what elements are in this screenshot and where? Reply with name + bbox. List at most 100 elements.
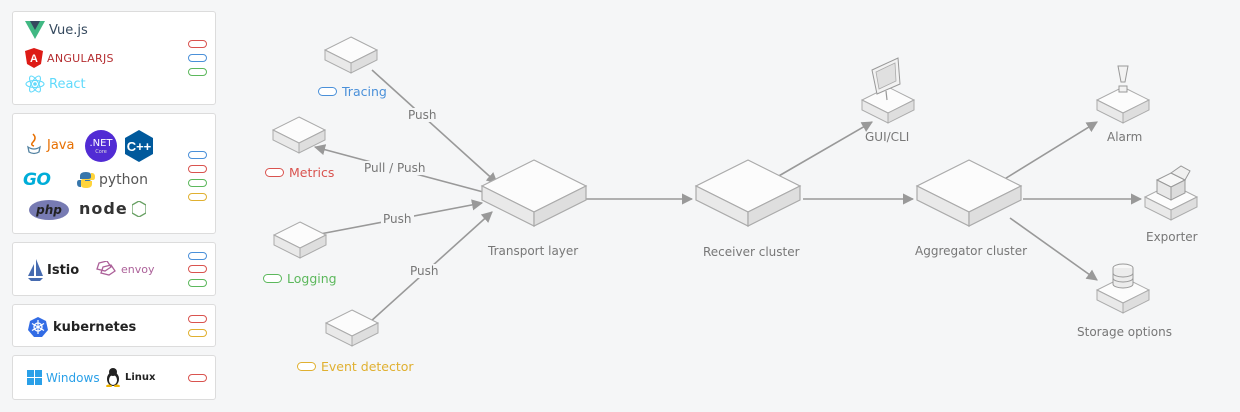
aggregator-cluster-box [916,159,1022,227]
arrow-tracing-transport [371,69,498,184]
angular-logo: A ANGULARJS [25,48,114,68]
exporter-box [1144,165,1198,221]
gui-cli-box [861,57,915,124]
kubernetes-logo: kubernetes [27,316,136,338]
dotnet-label: .NET [89,137,113,149]
pill-green-icon [188,68,207,76]
pill-yellow-icon [188,329,207,337]
aggregator-cluster-label: Aggregator cluster [915,244,1028,258]
go-logo: GO [23,170,51,190]
windows-label: Windows [46,370,100,385]
node-label: node [79,199,128,218]
alarm-box [1096,65,1150,124]
panel-orchestration: kubernetes [12,304,216,347]
event-detector-box [325,309,379,347]
pill-red-icon [188,265,207,273]
cpp-icon: C++ [125,130,153,162]
pill-green-icon [188,279,207,287]
receiver-cluster-box [695,159,801,227]
arrow-aggregator-storage [1009,217,1098,281]
pill-blue-icon [188,151,207,159]
istio-sail-icon [28,259,43,281]
edge-label-push-tracing: Push [406,108,439,122]
edge-label-push-event: Push [408,264,441,278]
tux-icon [106,368,120,387]
source-logging-label: Logging [287,271,337,286]
edge-label-push-logging: Push [381,212,414,226]
source-event-detector: Event detector [297,359,414,374]
java-cup-icon [27,133,41,155]
pill-blue-icon [188,252,207,260]
tracing-pill-icon [318,87,337,96]
dotnet-logo: .NET Core [85,130,117,162]
vue-label: Vue.js [49,22,88,38]
java-label: Java [47,137,75,153]
event-pill-icon [297,362,316,371]
cpp-icon-label: C++ [127,139,152,154]
istio-logo: Istio [27,259,79,281]
panel-backend: Java .NET Core C++ GO python php node [12,113,216,234]
source-metrics-label: Metrics [289,165,335,180]
windows-logo: Windows [27,370,100,385]
react-icon [25,75,45,93]
connector-arrows [313,69,1143,323]
envoy-logo: envoy [95,261,155,277]
kubernetes-helm-icon [28,317,48,337]
python-icon [77,172,95,188]
panel-frontend: Vue.js A ANGULARJS React [12,11,216,105]
receiver-cluster-label: Receiver cluster [703,245,800,259]
php-label: php [36,203,62,217]
pill-red-icon [188,374,207,382]
node-hex-icon [131,200,146,217]
panel-os: Windows Linux [12,355,216,400]
logging-box [273,221,327,259]
pill-red-icon [188,165,207,173]
envoy-label: envoy [121,262,155,276]
tracing-box [324,36,378,74]
vue-icon [25,21,45,39]
linux-label: Linux [125,371,156,383]
pill-red-icon [188,40,207,48]
linux-logo: Linux [105,367,156,387]
istio-label: Istio [47,262,80,278]
vue-logo: Vue.js [25,21,88,39]
panel-service-mesh: Istio envoy [12,242,216,296]
pill-blue-icon [188,54,207,62]
kubernetes-label: kubernetes [53,319,137,335]
cpp-logo: C++ [125,130,153,162]
react-label: React [49,76,86,92]
source-logging: Logging [263,271,337,286]
php-logo: php [29,200,69,220]
metrics-pill-icon [265,168,284,177]
exporter-label: Exporter [1146,230,1198,244]
transport-layer-label: Transport layer [488,244,579,258]
svg-text:A: A [30,53,38,65]
arrow-aggregator-alarm [1002,121,1098,181]
react-logo: React [25,74,86,94]
transport-layer-box [481,159,587,227]
python-label: python [99,172,148,188]
gui-cli-label: GUI/CLI [865,130,910,144]
pill-red-icon [188,315,207,323]
pill-yellow-icon [188,193,207,201]
source-metrics: Metrics [265,165,334,180]
dotnet-sub-label: Core [95,148,107,155]
java-logo: Java [25,132,74,158]
windows-icon [27,370,42,385]
storage-options-label: Storage options [1077,325,1172,339]
logging-pill-icon [263,274,282,283]
angular-label: ANGULARJS [47,51,114,65]
alarm-label: Alarm [1107,130,1143,144]
source-tracing-label: Tracing [342,84,387,99]
angular-icon: A [25,48,43,68]
node-logo: node [79,199,146,218]
storage-box [1096,263,1150,314]
source-tracing: Tracing [318,84,387,99]
python-logo: python [77,171,148,189]
pill-green-icon [188,179,207,187]
go-label: GO [23,170,51,190]
edge-label-pull-push-metrics: Pull / Push [362,161,428,175]
arrow-receiver-gui [776,121,873,178]
envoy-icon [96,261,116,276]
